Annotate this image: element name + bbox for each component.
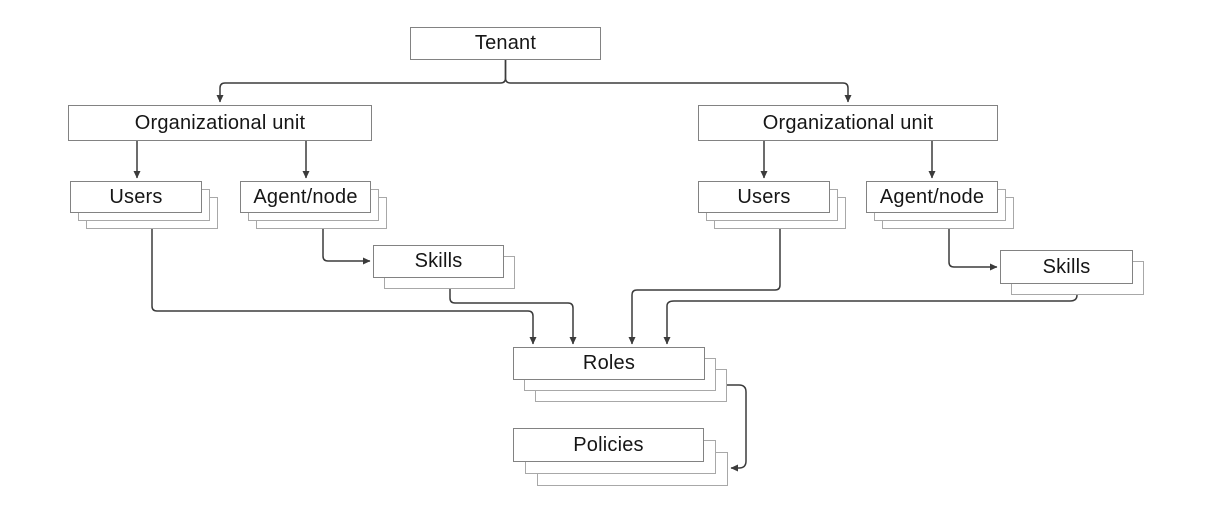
node-users-right-label: Users — [737, 185, 791, 208]
node-policies: Policies — [513, 428, 728, 486]
node-ou-right: Organizational unit — [698, 105, 998, 141]
node-roles-label: Roles — [582, 352, 636, 374]
node-agent-left-label: Agent/node — [253, 185, 358, 208]
node-skills-left: Skills — [373, 245, 515, 289]
node-agent-right-label: Agent/node — [879, 185, 985, 208]
edge-roles-policies — [727, 384, 747, 472]
node-ou-left: Organizational unit — [68, 105, 372, 141]
node-users-left-label: Users — [109, 185, 163, 208]
node-ou-right-box: Organizational unit — [698, 105, 998, 141]
node-skills-right-box: Skills — [1000, 250, 1133, 284]
node-policies-label: Policies — [573, 433, 644, 456]
node-skills-right: Skills — [1000, 250, 1144, 295]
edge-tenant-ou-right — [504, 60, 852, 103]
node-tenant-box: Tenant — [410, 27, 601, 60]
node-ou-left-label: Organizational unit — [134, 111, 306, 134]
edge-tenant-ou-left — [216, 60, 507, 103]
edge-skills-left-roles — [449, 289, 577, 345]
node-skills-right-label: Skills — [1042, 255, 1091, 278]
node-policies-box: Policies — [513, 428, 704, 462]
node-roles-box: Roles — [513, 347, 705, 380]
node-ou-left-box: Organizational unit — [68, 105, 372, 141]
node-roles: Roles — [513, 347, 727, 402]
edge-agent-right-skills-right — [948, 229, 998, 271]
node-ou-right-label: Organizational unit — [762, 111, 934, 134]
node-users-right-box: Users — [698, 181, 830, 213]
node-agent-left: Agent/node — [240, 181, 387, 229]
node-skills-left-box: Skills — [373, 245, 504, 278]
node-tenant-label: Tenant — [474, 32, 537, 54]
node-skills-left-label: Skills — [414, 250, 463, 272]
edge-users-left-roles — [151, 229, 537, 345]
edge-agent-left-skills-left — [322, 229, 371, 265]
edge-skills-right-roles — [663, 294, 1078, 345]
node-agent-right-box: Agent/node — [866, 181, 998, 213]
edge-users-right-roles — [628, 229, 781, 345]
node-users-right: Users — [698, 181, 846, 229]
node-agent-right: Agent/node — [866, 181, 1014, 229]
node-agent-left-box: Agent/node — [240, 181, 371, 213]
node-tenant: Tenant — [410, 27, 601, 60]
node-users-left: Users — [70, 181, 218, 229]
node-users-left-box: Users — [70, 181, 202, 213]
